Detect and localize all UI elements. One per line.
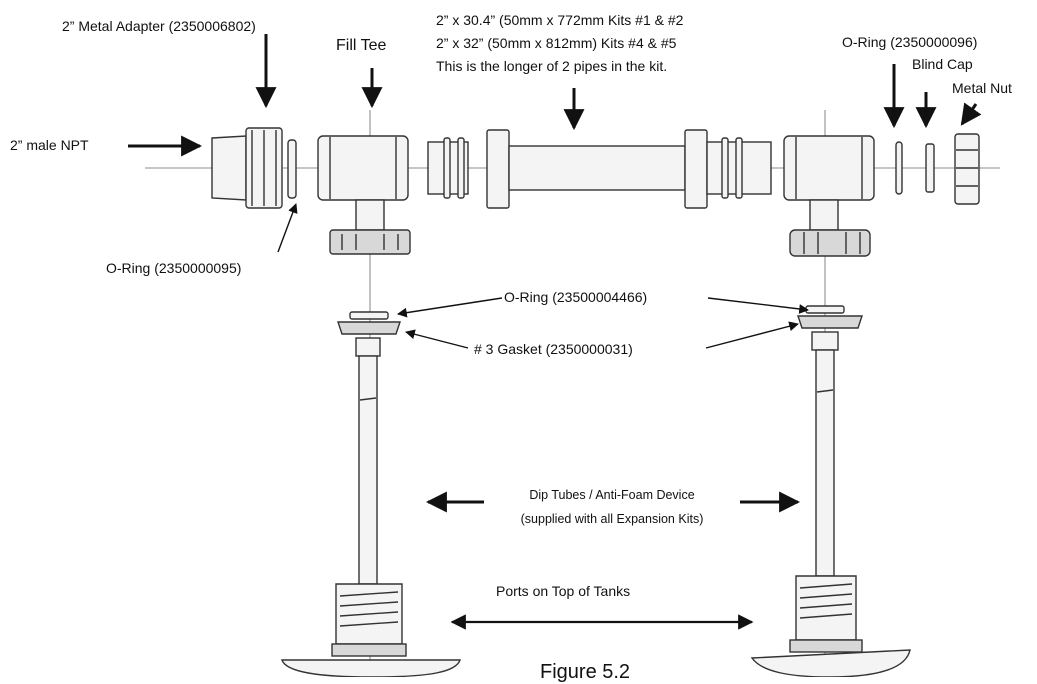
fill-tee-part	[317, 135, 411, 255]
dip-tubes-label-2: (supplied with all Expansion Kits)	[520, 512, 704, 526]
oring-4466-label: O-Ring (23500004466)	[504, 289, 648, 305]
metal-adapter-label: 2” Metal Adapter (2350006802)	[62, 18, 256, 34]
blind-cap-label: Blind Cap	[912, 56, 973, 72]
tee-right-part	[783, 135, 875, 257]
oring-95-leader	[277, 203, 298, 253]
metal-nut-label: Metal Nut	[952, 80, 1012, 96]
callout-arrows	[128, 34, 982, 513]
ports-label: Ports on Top of Tanks	[496, 583, 631, 599]
male-npt-label: 2” male NPT	[10, 137, 89, 153]
gasket-label: # 3 Gasket (2350000031)	[474, 341, 633, 357]
dip-tubes-label-1: Dip Tubes / Anti-Foam Device	[529, 488, 695, 502]
dip-tube-right	[750, 305, 911, 677]
pipe-spec-line-2: 2” x 32” (50mm x 812mm) Kits #4 & #5	[436, 35, 677, 51]
dip-tube-left	[281, 311, 461, 677]
oring-95-label: O-Ring (2350000095)	[106, 260, 242, 276]
fill-tee-label: Fill Tee	[336, 37, 387, 54]
pipe-spec-line-1: 2” x 30.4” (50mm x 772mm Kits #1 & #2	[436, 12, 684, 28]
oring-4466-leader-right	[707, 297, 809, 314]
oring-4466-leader-left	[397, 297, 503, 318]
oring-96-label: O-Ring (2350000096)	[842, 34, 978, 50]
leader-lines	[277, 203, 809, 630]
gasket-leader-left	[405, 329, 469, 349]
pipe-spec-line-3: This is the longer of 2 pipes in the kit…	[436, 58, 668, 74]
gasket-leader-right	[705, 321, 799, 349]
metal-nut-arrow	[960, 102, 982, 126]
end-parts	[895, 133, 980, 205]
metal-adapter-part	[211, 127, 297, 209]
pipe-part	[427, 129, 772, 209]
figure-caption: Figure 5.2	[540, 661, 631, 683]
